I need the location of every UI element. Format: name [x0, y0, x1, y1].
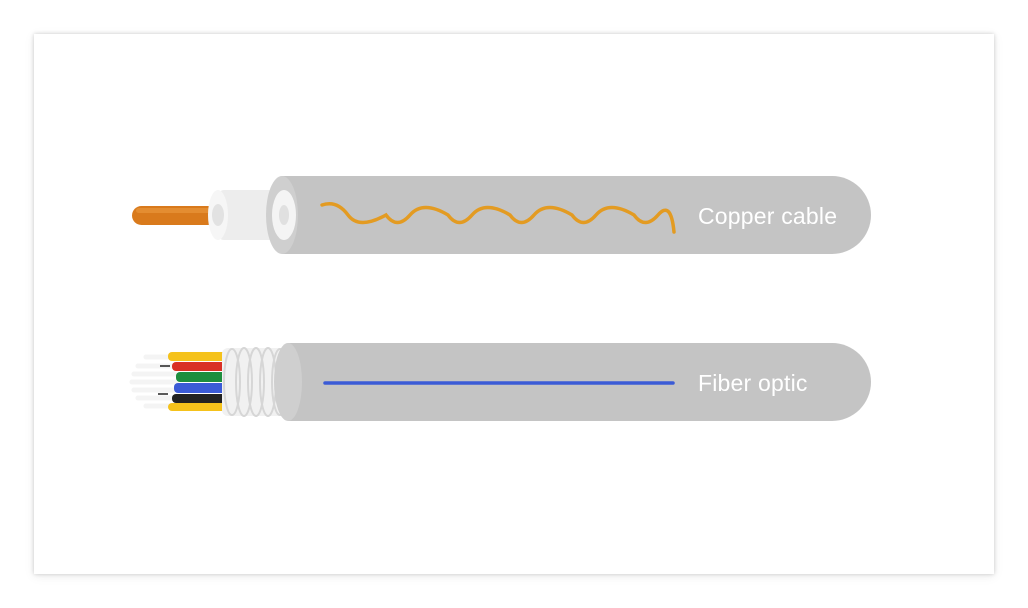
fiber-optic-cable: Fiber optic [129, 343, 871, 421]
fiber-optic-label: Fiber optic [698, 370, 808, 396]
copper-cable: Copper cable [132, 176, 871, 254]
slide-card [34, 34, 994, 574]
fiber-strands-bare [129, 354, 181, 409]
fiber-strength-layer [222, 347, 289, 417]
copper-jacket [266, 176, 871, 254]
copper-cable-label: Copper cable [698, 203, 837, 229]
copper-signal-wave [320, 202, 676, 234]
